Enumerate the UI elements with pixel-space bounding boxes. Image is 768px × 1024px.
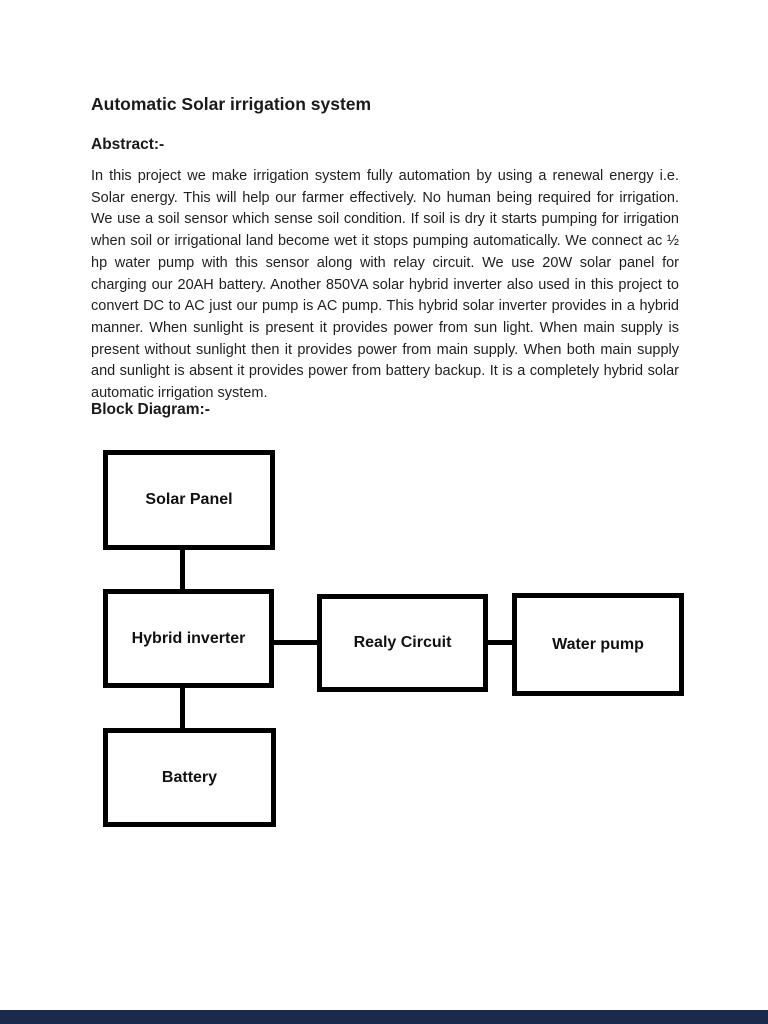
diagram-block-water-pump: Water pump [512, 593, 684, 696]
diagram-block-label: Hybrid inverter [131, 629, 246, 647]
connector-solar-panel-to-hybrid-inverter [180, 550, 185, 590]
connector-hybrid-inverter-to-realy-circuit [273, 640, 318, 645]
connector-realy-circuit-to-water-pump [487, 640, 513, 645]
abstract-heading: Abstract:- [91, 136, 165, 153]
diagram-block-hybrid-inverter: Hybrid inverter [103, 589, 274, 688]
diagram-block-label: Battery [161, 768, 218, 786]
diagram-block-realy-circuit: Realy Circuit [317, 594, 488, 692]
diagram-block-label: Realy Circuit [353, 634, 452, 651]
diagram-block-battery: Battery [103, 728, 276, 827]
diagram-block-solar-panel: Solar Panel [103, 450, 275, 550]
page-title: Automatic Solar irrigation system [91, 94, 372, 114]
viewer-bottom-bar [0, 1010, 768, 1024]
connector-hybrid-inverter-to-battery [180, 687, 185, 729]
abstract-paragraph: In this project we make irrigation syste… [91, 168, 679, 402]
diagram-block-label: Solar Panel [145, 491, 233, 508]
block-diagram-heading: Block Diagram:- [91, 401, 210, 418]
diagram-block-label: Water pump [552, 635, 644, 653]
